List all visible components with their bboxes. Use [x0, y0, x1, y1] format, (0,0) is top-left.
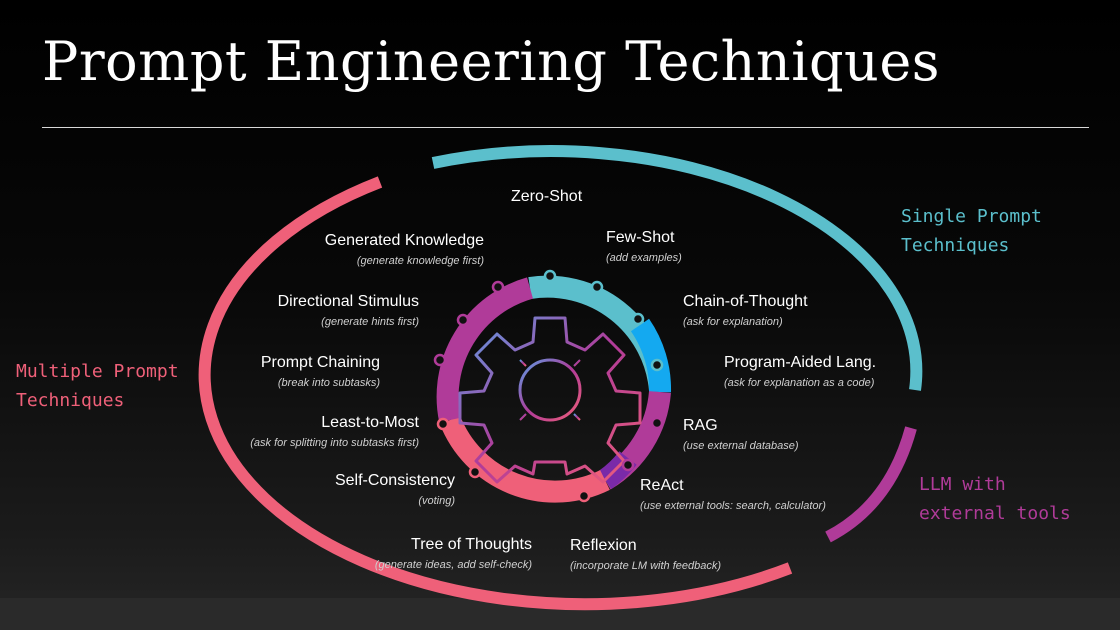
group-label-line: Techniques	[901, 235, 1010, 256]
marker-directional-stimulus	[456, 313, 470, 327]
marker-self-consistency	[468, 465, 482, 479]
group-label-external-tools: LLM with external tools	[919, 470, 1071, 528]
technique-least-to-most: Least-to-Most (ask for splitting into su…	[250, 413, 419, 450]
technique-name: RAG	[683, 417, 718, 434]
marker-react	[621, 458, 635, 472]
marker-prompt-chaining	[433, 353, 447, 367]
technique-description: (break into subtasks)	[277, 377, 380, 389]
technique-name: Generated Knowledge	[324, 232, 484, 249]
technique-name: Tree of Thoughts	[411, 536, 532, 553]
group-label-single-prompt: Single Prompt Techniques	[901, 202, 1042, 260]
technique-name: Zero-Shot	[511, 188, 583, 205]
gear-icon	[458, 316, 642, 484]
single-prompt-arc	[431, 145, 923, 391]
ring-markers	[433, 269, 664, 503]
marker-rag	[650, 416, 664, 430]
technique-rag: RAG (use external database)	[683, 416, 799, 453]
technique-name: Program-Aided Lang.	[724, 354, 877, 371]
technique-description: (use external tools: search, calculator)	[640, 500, 826, 512]
marker-reflexion	[577, 489, 591, 503]
technique-name: Few-Shot	[606, 229, 675, 246]
technique-name: Directional Stimulus	[277, 293, 419, 310]
technique-chain-of-thought: Chain-of-Thought (ask for explanation)	[683, 292, 808, 329]
group-label-line: external tools	[919, 503, 1071, 524]
technique-generated-knowledge: Generated Knowledge (generate knowledge …	[325, 231, 484, 268]
technique-tree-of-thoughts: Tree of Thoughts (generate ideas, add se…	[375, 535, 532, 572]
ring-segment-multiple	[439, 415, 610, 503]
technique-name: Self-Consistency	[334, 472, 455, 489]
technique-description: (generate hints first)	[321, 316, 419, 328]
group-label-line: Multiple Prompt	[16, 361, 179, 382]
group-label-line: Single Prompt	[901, 206, 1042, 227]
technique-description: (add examples)	[606, 252, 682, 264]
technique-description: (incorporate LM with feedback)	[570, 560, 722, 572]
technique-description: (generate ideas, add self-check)	[374, 559, 532, 571]
group-label-line: Techniques	[16, 390, 125, 411]
technique-description: (ask for splitting into subtasks first)	[250, 437, 419, 449]
technique-directional-stimulus: Directional Stimulus (generate hints fir…	[278, 292, 419, 329]
technique-name: Prompt Chaining	[260, 354, 380, 371]
technique-name: Least-to-Most	[321, 414, 419, 431]
technique-program-aided: Program-Aided Lang. (ask for explanation…	[724, 353, 876, 390]
marker-zero-shot	[543, 269, 557, 283]
group-label-multiple-prompt: Multiple Prompt Techniques	[16, 357, 179, 415]
ring-segment-single-bright	[630, 318, 672, 393]
marker-chain-of-thought	[631, 312, 645, 326]
page-title: Prompt Engineering Techniques	[42, 30, 940, 93]
technique-zero-shot: Zero-Shot	[511, 187, 582, 207]
technique-description: (ask for explanation)	[683, 316, 783, 328]
technique-description: (generate knowledge first)	[356, 255, 484, 267]
technique-description: (ask for explanation as a code)	[724, 377, 875, 389]
marker-generated-knowledge	[491, 280, 505, 294]
technique-prompt-chaining: Prompt Chaining (break into subtasks)	[261, 353, 380, 390]
technique-description: (use external database)	[683, 440, 799, 452]
technique-reflexion: Reflexion (incorporate LM with feedback)	[570, 536, 721, 573]
marker-program-aided	[650, 358, 664, 372]
technique-name: Chain-of-Thought	[683, 293, 808, 310]
multiple-prompt-arc	[198, 176, 793, 611]
external-tools-arc	[825, 426, 917, 543]
ring-segment-multiple-magenta	[436, 277, 534, 423]
technique-few-shot: Few-Shot (add examples)	[606, 228, 682, 265]
marker-few-shot	[590, 280, 604, 294]
technique-self-consistency: Self-Consistency (voting)	[335, 471, 455, 508]
technique-name: Reflexion	[570, 537, 637, 554]
technique-name: ReAct	[640, 477, 684, 494]
group-label-line: LLM with	[919, 474, 1006, 495]
title-divider	[42, 127, 1089, 128]
technique-description: (voting)	[418, 495, 455, 507]
technique-react: ReAct (use external tools: search, calcu…	[640, 476, 826, 513]
marker-least-to-most	[436, 417, 450, 431]
